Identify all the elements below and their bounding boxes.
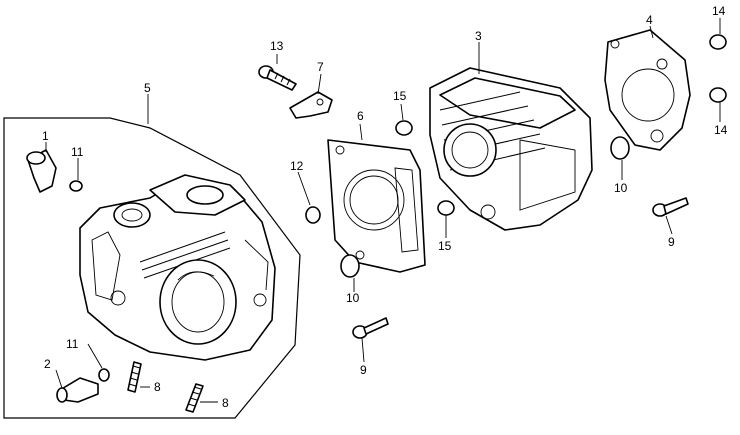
head-assembly-boundary xyxy=(3,117,301,419)
callout-15-lower: 15 xyxy=(438,239,452,253)
callout-14-lower: 14 xyxy=(714,123,728,137)
collar-10-right xyxy=(610,136,630,160)
callout-3: 3 xyxy=(475,29,482,43)
dowel-pin-15-lower xyxy=(437,200,455,216)
callout-9-middle: 9 xyxy=(360,363,367,377)
clamp-7 xyxy=(289,91,333,119)
callout-9-right: 9 xyxy=(668,235,675,249)
callout-11-lower: 11 xyxy=(66,337,79,351)
callout-8-a: 8 xyxy=(154,380,161,394)
callout-2: 2 xyxy=(44,357,51,371)
callout-5: 5 xyxy=(144,81,151,95)
callout-1: 1 xyxy=(42,129,49,143)
callout-11-upper: 11 xyxy=(71,145,84,159)
stud-bolt-8b xyxy=(185,383,204,413)
cylinder-head xyxy=(79,174,276,361)
callout-6: 6 xyxy=(357,109,364,123)
collar-12 xyxy=(305,206,321,224)
head-gasket-6 xyxy=(327,139,426,273)
callout-13: 13 xyxy=(270,39,284,53)
bolt-13 xyxy=(258,65,297,91)
callout-7: 7 xyxy=(317,60,324,74)
leader-lines xyxy=(45,18,721,403)
callout-12: 12 xyxy=(290,159,304,173)
callout-8-b: 8 xyxy=(222,396,229,410)
base-gasket-4 xyxy=(604,29,691,151)
callout-4: 4 xyxy=(646,13,653,27)
dowel-14-lower xyxy=(709,87,727,103)
collar-10-left xyxy=(340,254,360,278)
stud-bolt-8a xyxy=(127,361,142,393)
bolt-9-right xyxy=(652,197,689,217)
inlet-fitting-1 xyxy=(26,149,57,193)
callout-10-right: 10 xyxy=(614,181,628,195)
o-ring-11-lower xyxy=(98,368,110,382)
inlet-fitting-2 xyxy=(56,377,99,403)
dowel-pin-15-upper xyxy=(395,120,413,136)
o-ring-11-upper xyxy=(69,180,83,192)
callout-10-left: 10 xyxy=(346,291,360,305)
callout-14-upper: 14 xyxy=(712,4,726,18)
cylinder-3 xyxy=(429,67,593,231)
dowel-14-upper xyxy=(709,34,727,50)
bolt-9-middle xyxy=(352,317,389,339)
callout-15-upper: 15 xyxy=(393,89,407,103)
